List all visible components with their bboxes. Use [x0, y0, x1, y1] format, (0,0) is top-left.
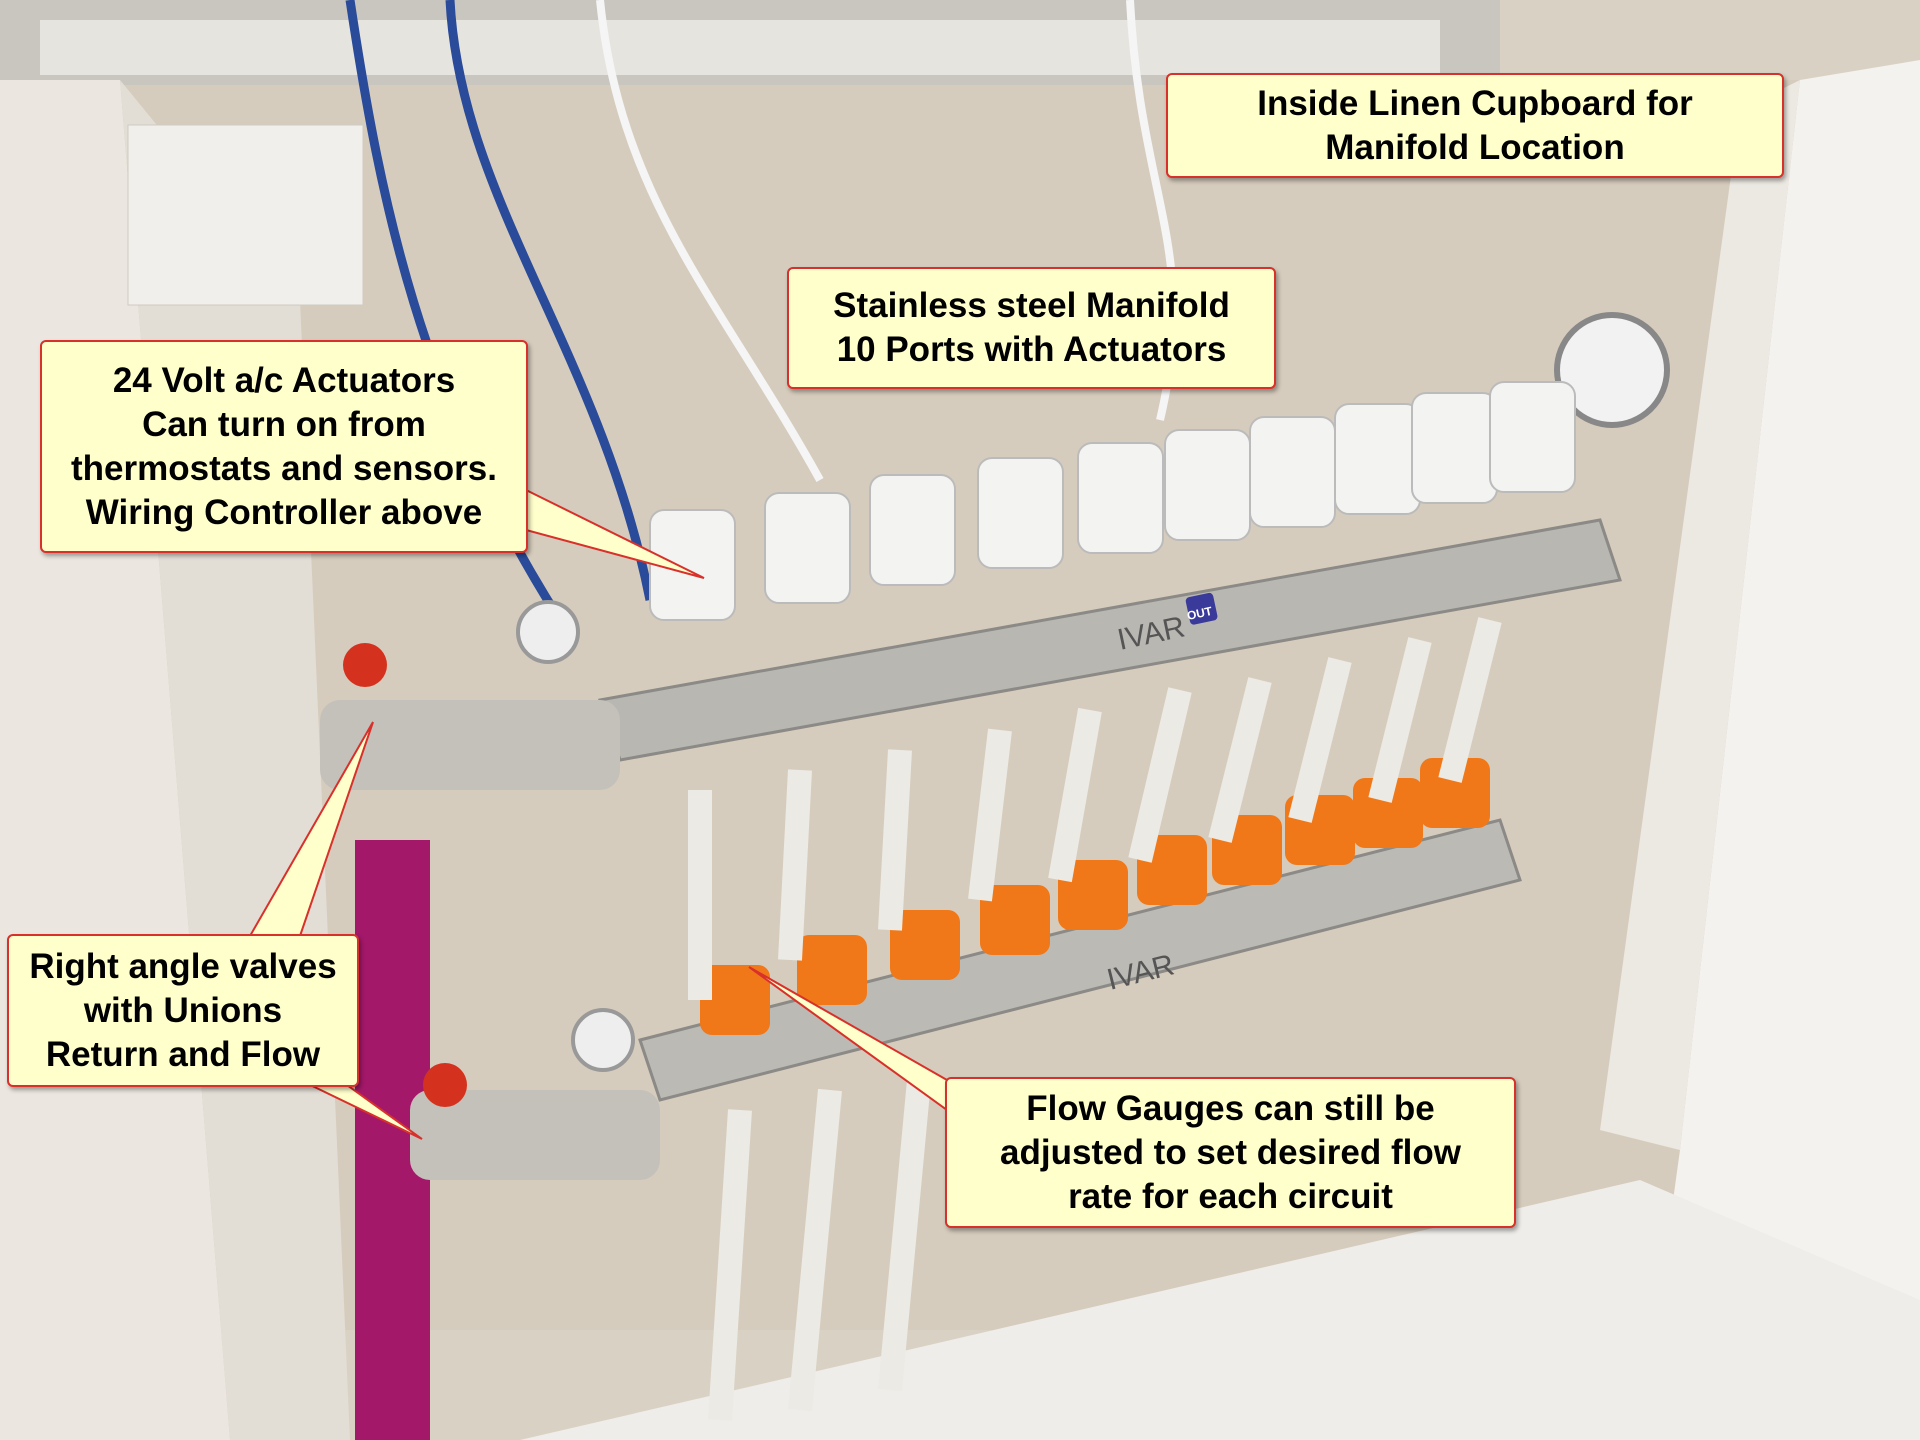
callout-actuators: 24 Volt a/c Actuators Can turn on from t…	[40, 340, 528, 553]
callout-line: Return and Flow	[45, 1034, 321, 1074]
callout-line: Inside Linen Cupboard for	[1257, 83, 1693, 123]
actuators	[649, 381, 1576, 621]
callout-line: Wiring Controller above	[85, 492, 483, 532]
callout-line: adjusted to set desired flow	[1000, 1132, 1461, 1172]
callout-location: Inside Linen Cupboard for Manifold Locat…	[1166, 73, 1784, 178]
callout-valves: Right angle valves with Unions Return an…	[7, 934, 359, 1087]
flow-gauges	[700, 758, 1490, 1035]
callout-line: Stainless steel Manifold	[833, 286, 1230, 325]
callout-pointers	[248, 488, 948, 1140]
callout-manifold: Stainless steel Manifold 10 Ports with A…	[787, 267, 1276, 389]
callout-line: rate for each circuit	[1068, 1176, 1393, 1216]
callout-line: 10 Ports with Actuators	[836, 330, 1227, 369]
callout-line: with Unions	[83, 990, 283, 1030]
callout-line: Right angle valves	[29, 946, 337, 986]
callout-line: 24 Volt a/c Actuators	[112, 360, 456, 400]
callout-line: Flow Gauges can still be	[1026, 1088, 1435, 1128]
callout-gauges: Flow Gauges can still be adjusted to set…	[945, 1077, 1516, 1228]
callout-line: thermostats and sensors.	[71, 448, 497, 488]
callout-line: Can turn on from	[142, 404, 426, 444]
power-outlet	[127, 124, 364, 306]
manifold-out-label: OUT	[1186, 604, 1214, 623]
callout-line: Manifold Location	[1325, 127, 1625, 167]
